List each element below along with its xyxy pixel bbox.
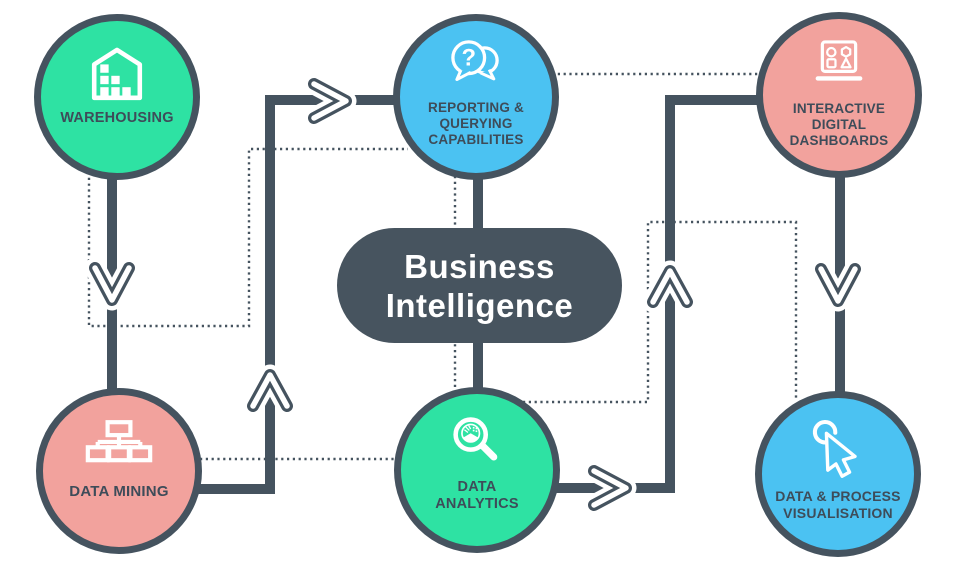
chevron-right-icon (583, 460, 637, 516)
node-interactive-dashboards: INTERACTIVE DIGITAL DASHBOARDS (756, 12, 922, 178)
node-label: DATA ANALYTICS (435, 479, 519, 512)
node-data-process-visualisation: DATA & PROCESS VISUALISATION (755, 391, 921, 557)
pie-hatch (464, 425, 472, 433)
chevron-down-icon (84, 257, 140, 311)
cursor-click-icon (812, 420, 857, 478)
chevron-up-icon (242, 364, 298, 417)
chevron-up-icon (642, 260, 698, 313)
node-label: DATA MINING (69, 483, 169, 500)
node-data-analytics: DATA ANALYTICS (394, 387, 560, 553)
node-label: REPORTING & QUERYING CAPABILITIES (428, 100, 524, 147)
warehouse-boxes (100, 64, 131, 96)
dashboard-laptop-icon (815, 40, 863, 81)
chevron-down-icon (810, 258, 866, 312)
node-label: DATA & PROCESS VISUALISATION (775, 488, 901, 521)
center-title-pill: Business Intelligence (337, 228, 622, 343)
node-reporting-querying: ? REPORTING & QUERYING CAPABILITIES (393, 14, 559, 180)
node-warehousing: WAREHOUSING (34, 14, 200, 180)
node-data-mining: DATA MINING (36, 388, 202, 554)
magnifier-chart-icon (453, 417, 498, 461)
speech-bubbles-question-icon: ? (451, 40, 499, 82)
dotted-connectors (87, 72, 798, 461)
pie-dots (472, 426, 478, 433)
hierarchy-icon (85, 420, 153, 463)
dotted-warehousing-to-reporting (87, 147, 408, 328)
warehouse-icon (91, 47, 143, 101)
chevron-right-icon (303, 73, 357, 129)
dotted-analytics-to-visualisation (523, 220, 798, 404)
question-mark: ? (461, 45, 476, 72)
diagram-title: Business Intelligence (385, 247, 574, 324)
node-label: WAREHOUSING (60, 110, 174, 126)
chevrons (84, 73, 866, 516)
node-label: INTERACTIVE DIGITAL DASHBOARDS (789, 101, 889, 148)
pie-wedge (463, 433, 479, 443)
